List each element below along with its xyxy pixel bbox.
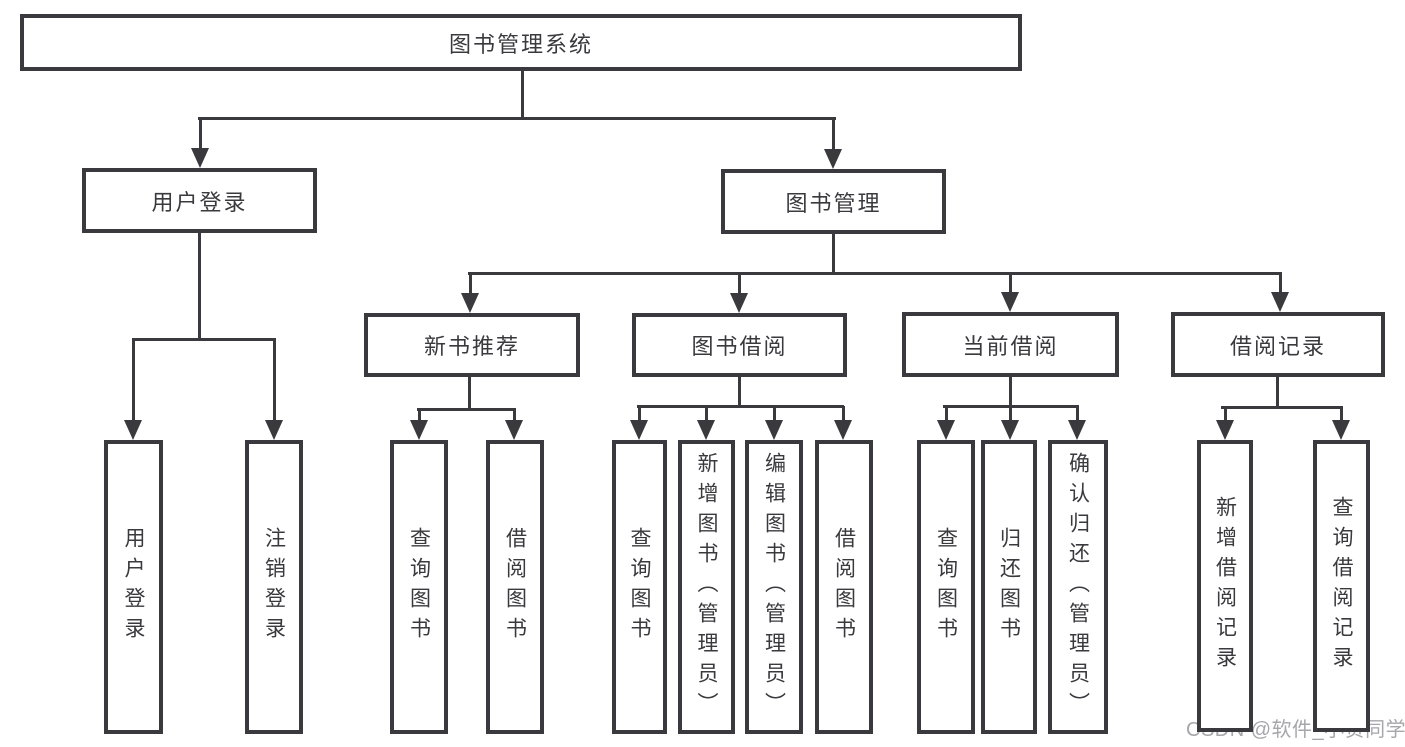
arrow-down-icon bbox=[265, 420, 283, 440]
arrow-down-icon bbox=[630, 420, 648, 440]
connector-arrow-stem bbox=[131, 339, 135, 422]
node-leaf-return-books: 归还图书 bbox=[981, 440, 1037, 734]
connector-arrow-stem bbox=[1008, 274, 1012, 294]
arrow-down-icon bbox=[937, 420, 955, 440]
connector-line bbox=[417, 408, 516, 411]
node-leaf-user-login: 用户登录 bbox=[104, 440, 163, 734]
connector-line bbox=[1009, 377, 1012, 408]
connector-arrow-stem bbox=[1278, 274, 1282, 294]
arrow-down-icon bbox=[410, 420, 428, 440]
node-leaf-query-borrow-record: 查询借阅记录 bbox=[1313, 440, 1370, 732]
node-leaf-query-books-current: 查询图书 bbox=[917, 440, 975, 734]
node-leaf-logout: 注销登录 bbox=[245, 440, 303, 734]
arrow-down-icon bbox=[1332, 420, 1350, 440]
connector-arrow-stem bbox=[198, 118, 202, 150]
arrow-down-icon bbox=[1271, 292, 1289, 312]
arrow-down-icon bbox=[730, 293, 748, 313]
node-leaf-confirm-return-admin: 确认归还（管理员） bbox=[1048, 440, 1108, 734]
arrow-down-icon bbox=[1001, 292, 1019, 312]
node-new-book-recommend: 新书推荐 bbox=[364, 313, 580, 377]
node-leaf-query-books-recommend: 查询图书 bbox=[390, 440, 448, 734]
connector-arrow-stem bbox=[1075, 406, 1079, 422]
arrow-down-icon bbox=[765, 420, 783, 440]
arrow-down-icon bbox=[834, 420, 852, 440]
connector-line bbox=[1276, 377, 1279, 409]
connector-arrow-stem bbox=[272, 339, 276, 422]
node-user-login: 用户登录 bbox=[82, 168, 317, 233]
node-current-borrowing: 当前借阅 bbox=[902, 312, 1119, 377]
connector-line bbox=[132, 338, 276, 341]
node-leaf-borrow-books-recommend: 借阅图书 bbox=[486, 440, 544, 734]
arrow-down-icon bbox=[191, 148, 209, 168]
node-leaf-add-books-admin: 新增图书（管理员） bbox=[678, 440, 735, 734]
arrow-down-icon bbox=[1216, 420, 1234, 440]
arrow-down-icon bbox=[824, 149, 842, 169]
connector-line bbox=[832, 234, 835, 275]
arrow-down-icon bbox=[124, 420, 142, 440]
node-leaf-borrow-books-borrowing: 借阅图书 bbox=[815, 440, 873, 734]
connector-line bbox=[198, 233, 201, 340]
connector-line bbox=[198, 117, 836, 120]
connector-arrow-stem bbox=[1223, 407, 1227, 422]
connector-arrow-stem bbox=[737, 274, 741, 295]
connector-arrow-stem bbox=[1339, 407, 1343, 422]
connector-arrow-stem bbox=[944, 406, 948, 422]
arrow-down-icon bbox=[505, 420, 523, 440]
node-borrowing-records: 借阅记录 bbox=[1171, 312, 1385, 377]
node-book-management: 图书管理 bbox=[721, 169, 946, 234]
node-leaf-add-borrow-record: 新增借阅记录 bbox=[1197, 440, 1253, 732]
connector-line bbox=[521, 71, 524, 119]
connector-arrow-stem bbox=[512, 409, 516, 422]
arrow-down-icon bbox=[697, 420, 715, 440]
node-root: 图书管理系统 bbox=[20, 14, 1022, 71]
connector-line bbox=[738, 377, 741, 408]
node-leaf-query-books-borrowing: 查询图书 bbox=[612, 440, 667, 734]
connector-arrow-stem bbox=[831, 118, 835, 151]
connector-line bbox=[637, 405, 844, 408]
connector-arrow-stem bbox=[1008, 406, 1012, 422]
connector-arrow-stem bbox=[704, 406, 708, 422]
connector-line bbox=[1221, 406, 1343, 409]
node-book-borrowing: 图书借阅 bbox=[632, 313, 847, 377]
arrow-down-icon bbox=[461, 293, 479, 313]
connector-arrow-stem bbox=[417, 409, 421, 422]
connector-arrow-stem bbox=[637, 406, 641, 422]
connector-line bbox=[468, 272, 1282, 275]
connector-arrow-stem bbox=[772, 406, 776, 422]
arrow-down-icon bbox=[1001, 420, 1019, 440]
node-leaf-edit-books-admin: 编辑图书（管理员） bbox=[745, 440, 803, 734]
connector-arrow-stem bbox=[841, 406, 845, 422]
connector-arrow-stem bbox=[468, 274, 472, 295]
connector-line bbox=[468, 377, 471, 410]
arrow-down-icon bbox=[1068, 420, 1086, 440]
